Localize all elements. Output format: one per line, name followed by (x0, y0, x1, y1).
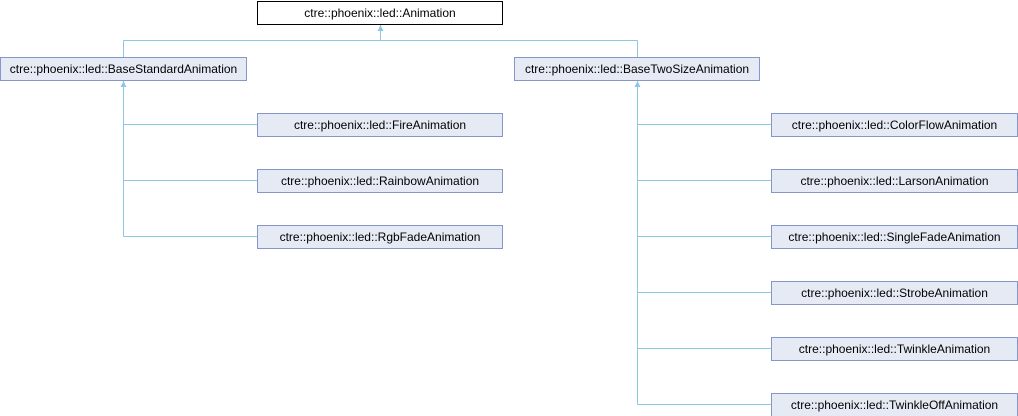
class-node-rgb-fade-animation[interactable]: ctre::phoenix::led::RgbFadeAnimation (257, 225, 503, 249)
class-node-single-fade-animation[interactable]: ctre::phoenix::led::SingleFadeAnimation (771, 225, 1018, 249)
class-node-base-two-size-animation[interactable]: ctre::phoenix::led::BaseTwoSizeAnimation (514, 57, 760, 81)
class-node-strobe-animation[interactable]: ctre::phoenix::led::StrobeAnimation (771, 281, 1018, 305)
class-node-twinkle-animation[interactable]: ctre::phoenix::led::TwinkleAnimation (771, 337, 1018, 361)
class-node-larson-animation[interactable]: ctre::phoenix::led::LarsonAnimation (771, 169, 1018, 193)
class-node-twinkle-off-animation[interactable]: ctre::phoenix::led::TwinkleOffAnimation (771, 393, 1018, 416)
class-node-animation[interactable]: ctre::phoenix::led::Animation (257, 1, 503, 25)
class-node-rainbow-animation[interactable]: ctre::phoenix::led::RainbowAnimation (257, 169, 503, 193)
class-node-base-standard-animation[interactable]: ctre::phoenix::led::BaseStandardAnimatio… (0, 57, 247, 81)
class-node-fire-animation[interactable]: ctre::phoenix::led::FireAnimation (257, 113, 503, 137)
class-node-color-flow-animation[interactable]: ctre::phoenix::led::ColorFlowAnimation (771, 113, 1018, 137)
